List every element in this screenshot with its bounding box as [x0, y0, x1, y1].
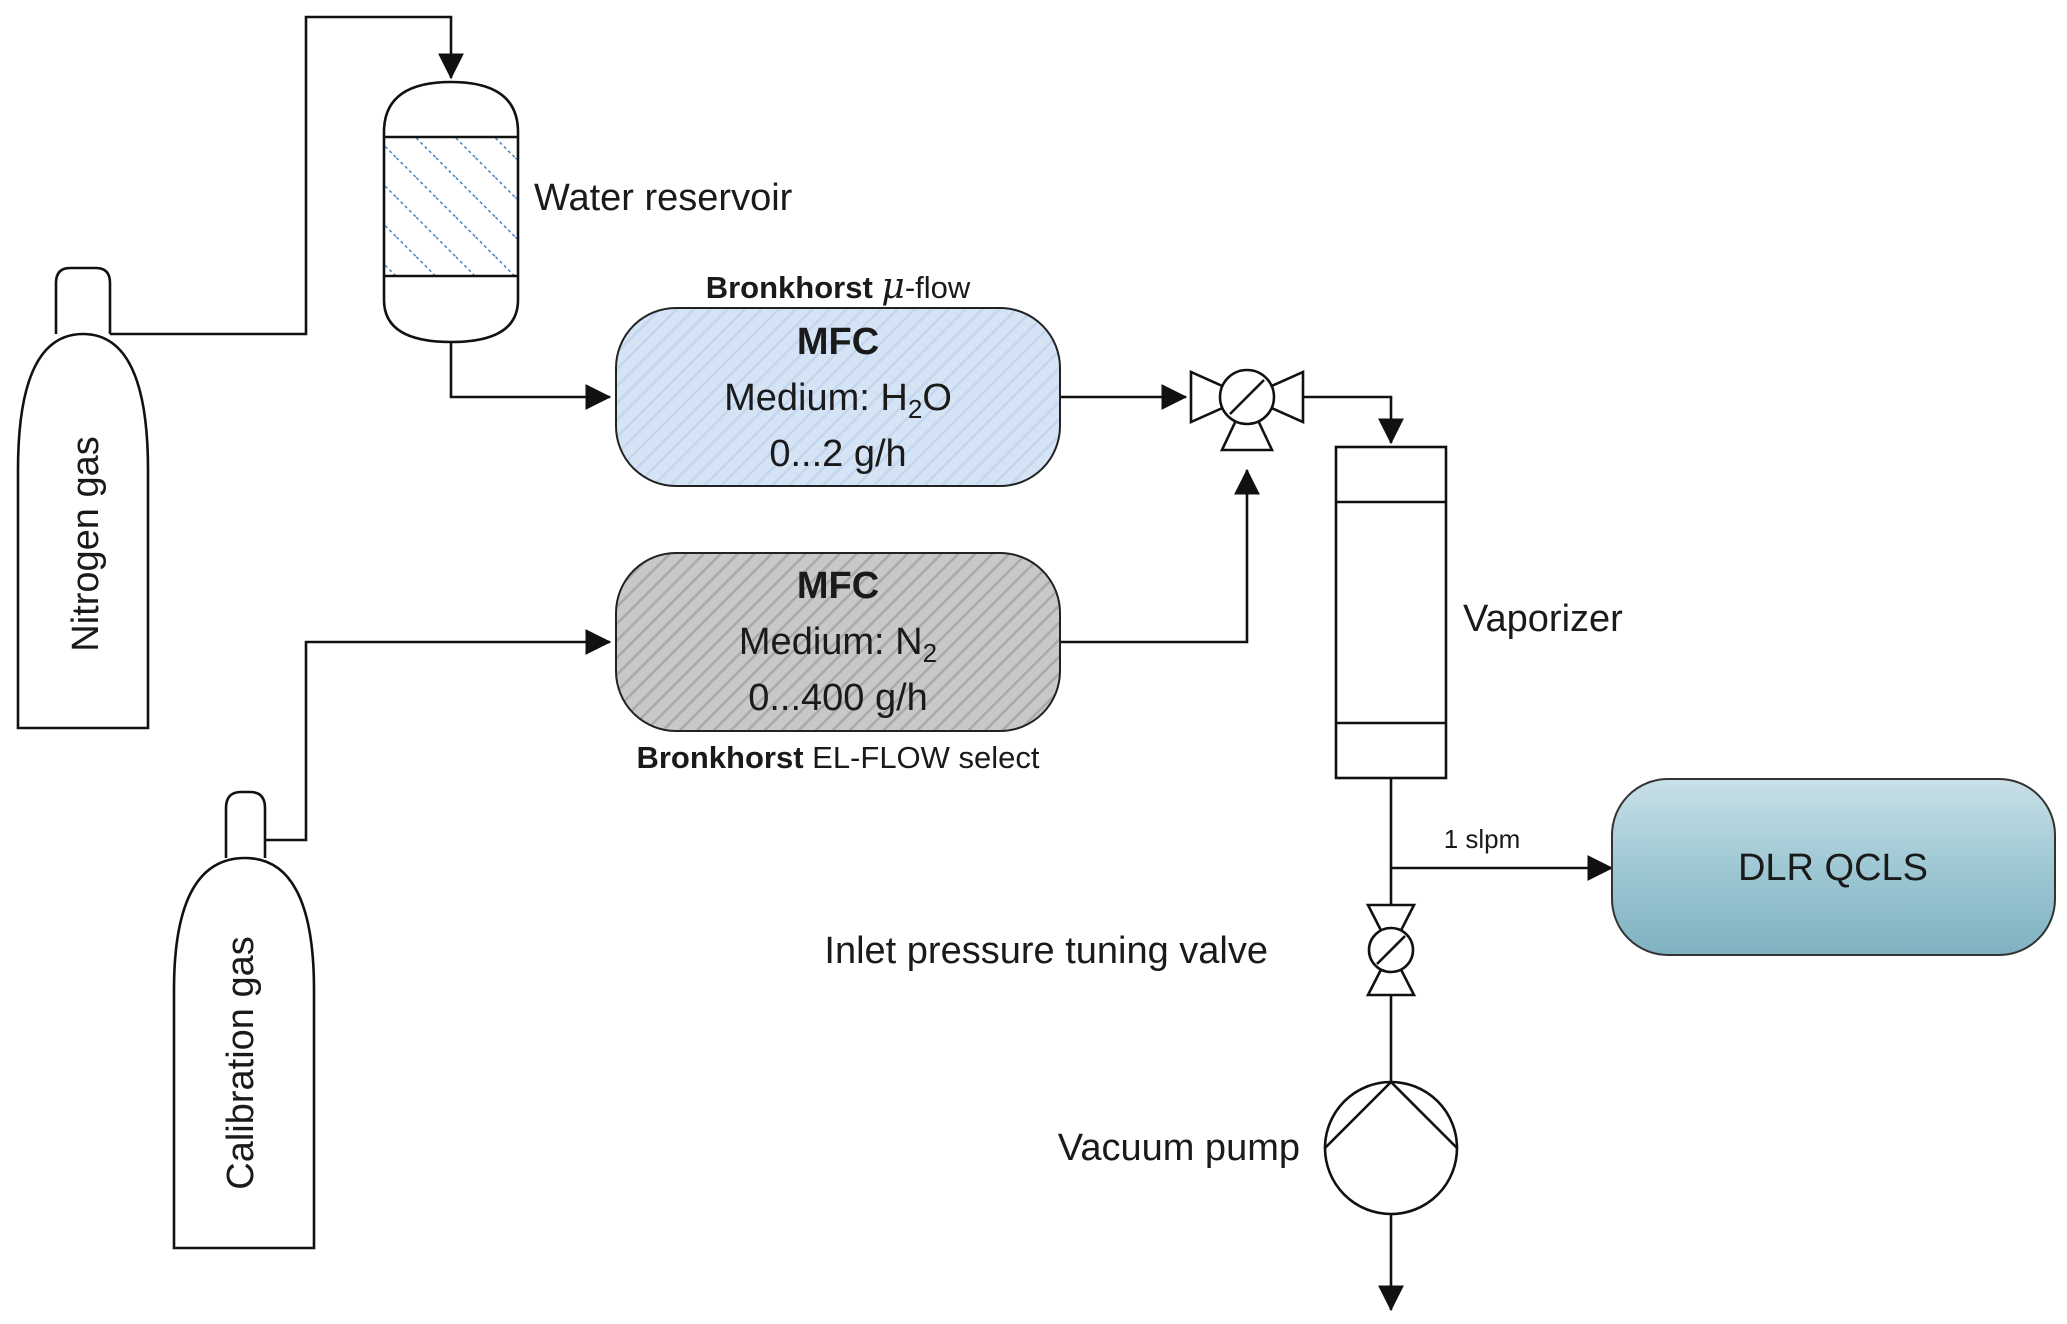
qcls-label: DLR QCLS: [1738, 847, 1928, 889]
vacuum-pump-label: Vacuum pump: [1058, 1127, 1300, 1169]
mfc-nitrogen-model-label: Bronkhorst EL-FLOW select: [636, 740, 1039, 775]
inlet-valve-label: Inlet pressure tuning valve: [824, 930, 1268, 972]
calibration-gas-cylinder: Calibration gas: [172, 790, 316, 1250]
mfc-water-medium-prefix: Medium: H: [724, 377, 908, 419]
water-reservoir: [382, 80, 520, 344]
pipe-reservoir-to-mfc: [449, 342, 612, 410]
three-way-valve: [1189, 368, 1305, 452]
mfc-nitrogen-title: MFC: [797, 565, 879, 607]
mfc-water-range: 0...2 g/h: [769, 433, 906, 475]
mfc-water-model-suffix: -flow: [905, 270, 971, 305]
mfc-water-medium-sub: 2: [908, 394, 922, 424]
mfc-nitrogen-range: 0...400 g/h: [748, 677, 928, 719]
mfc-water-medium-suffix: O: [922, 377, 952, 419]
mfc-nitrogen-medium-sub: 2: [923, 638, 937, 668]
mfc-water-title: MFC: [797, 321, 879, 363]
mfc-nitrogen-medium-prefix: Medium: N: [739, 621, 923, 663]
vacuum-pump: [1323, 1080, 1459, 1216]
mfc-nitrogen-brand: Bronkhorst: [636, 740, 803, 775]
mfc-nitrogen: MFC Medium: N2 0...400 g/h: [615, 552, 1061, 732]
reservoir-hatch: [385, 137, 517, 276]
calibration-gas-label: Calibration gas: [220, 936, 262, 1189]
mfc-water-brand: Bronkhorst: [706, 270, 873, 305]
pipe-n2-to-valve: [1060, 468, 1260, 644]
inlet-pressure-valve: [1365, 903, 1417, 997]
mfc-nitrogen-medium: Medium: N2: [739, 621, 937, 668]
mfc-nitrogen-model: EL-FLOW select: [804, 740, 1040, 775]
mfc-water: MFC Medium: H2O 0...2 g/h: [615, 307, 1061, 487]
pipe-nitrogen-to-reservoir: [110, 15, 464, 336]
nitrogen-gas-cylinder: Nitrogen gas: [16, 266, 150, 730]
water-reservoir-label: Water reservoir: [534, 177, 793, 219]
nitrogen-gas-label: Nitrogen gas: [65, 436, 107, 651]
pipe-valve-to-vaporizer: [1303, 395, 1404, 445]
mfc-water-model-symbol: μ: [881, 266, 904, 307]
piping: [110, 15, 1614, 1312]
vaporizer: [1334, 445, 1448, 780]
qcls-instrument: DLR QCLS: [1611, 778, 2056, 956]
vaporizer-label: Vaporizer: [1463, 598, 1623, 640]
mfc-water-model-label: Bronkhorst μ-flow: [706, 266, 971, 307]
mfc-water-medium: Medium: H2O: [724, 377, 952, 424]
flow-rate-label: 1 slpm: [1444, 824, 1521, 854]
pipe-calibration-to-mfc: [265, 629, 612, 842]
